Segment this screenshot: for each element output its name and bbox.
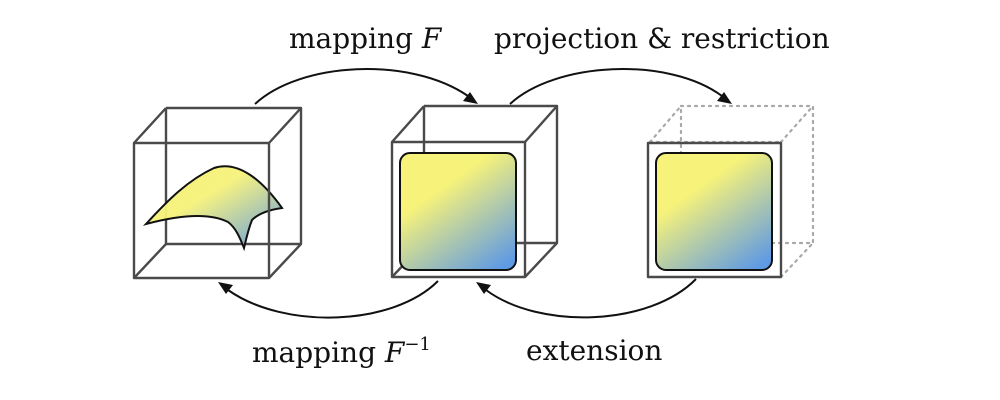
arrow-mapping-inverse <box>218 280 439 319</box>
label-mapping-inverse-exponent: −1 <box>404 334 431 355</box>
middle-cube-edge-tr <box>524 105 558 143</box>
label-mapping-forward-symbol: F <box>421 22 443 55</box>
label-mapping-inverse-text: mapping <box>252 336 385 369</box>
right-ghost-edge-tl <box>648 104 683 144</box>
left-cube-edge-bl <box>133 243 167 279</box>
middle-cube-edge-br <box>524 242 558 278</box>
right-ghost-edge-tr <box>779 104 815 144</box>
arrowhead-icon <box>717 92 732 104</box>
middle-cube-edge-tl <box>391 105 425 143</box>
label-projection-restriction: projection & restriction <box>494 22 830 55</box>
left-cube-edge-br <box>268 243 302 279</box>
label-extension: extension <box>526 334 662 367</box>
left-cube-edge-tr <box>268 107 302 144</box>
label-mapping-forward: mapping F <box>289 22 443 55</box>
middle-cube-front-face <box>390 140 527 279</box>
arrowhead-icon <box>476 282 491 294</box>
right-ghost-edge-br <box>779 241 815 279</box>
arrow-extension <box>476 278 697 319</box>
arrow-projection-restriction <box>509 68 732 105</box>
arrowhead-icon <box>463 92 478 104</box>
middle-cube <box>390 104 559 279</box>
curved-surface <box>142 165 284 252</box>
left-cube <box>132 106 303 280</box>
right-ghost-back-face <box>679 104 815 245</box>
label-mapping-inverse: mapping F−1 <box>252 334 431 369</box>
right-gradient-square <box>655 152 773 271</box>
left-cube-edge-tl <box>133 107 167 144</box>
middle-gradient-square <box>399 152 517 271</box>
arrow-mapping-forward <box>254 68 478 105</box>
right-square-frame <box>646 141 783 279</box>
right-projected-square <box>646 141 783 279</box>
left-cube-front-face <box>132 141 271 280</box>
arrowhead-icon <box>218 282 233 294</box>
label-mapping-inverse-symbol: F <box>384 336 406 369</box>
label-mapping-forward-text: mapping <box>289 22 422 55</box>
